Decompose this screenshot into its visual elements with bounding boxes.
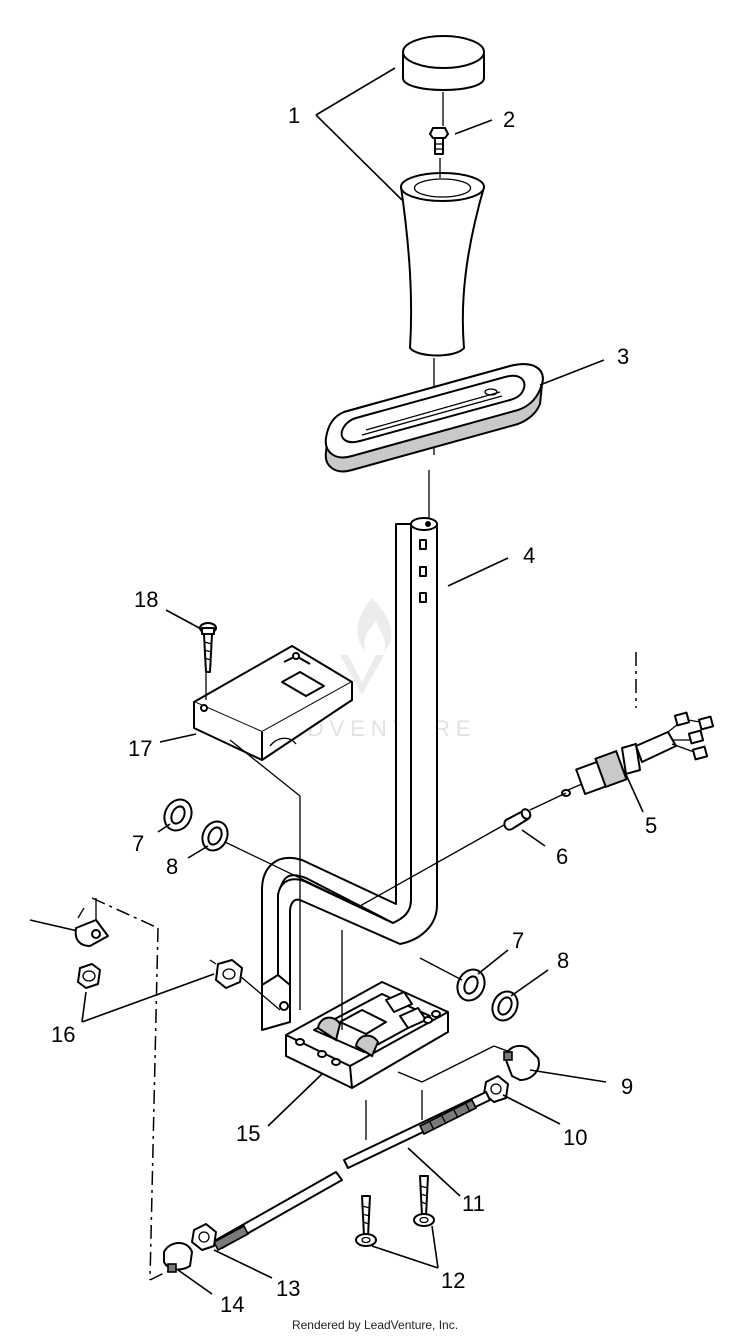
cover-screw: [199, 622, 217, 673]
pivot-cover: [193, 645, 353, 761]
knob-cap: [402, 35, 485, 91]
rod-screw-left: [355, 1195, 377, 1247]
callout-8-lower: 8: [557, 948, 569, 973]
shift-lever: [261, 517, 438, 1031]
neutral-switch: [561, 743, 641, 797]
callout-6: 6: [556, 844, 568, 869]
bushing-lower: [456, 968, 486, 1002]
ball-joint-left: [163, 1242, 193, 1273]
shifter-boot: [324, 363, 544, 473]
screw: [429, 127, 449, 155]
left-linkage: [29, 898, 109, 947]
callout-16: 16: [51, 1022, 75, 1047]
callout-7-lower: 7: [512, 928, 524, 953]
callout-14: 14: [220, 1292, 244, 1317]
callout-9: 9: [621, 1074, 633, 1099]
spacer: [503, 808, 532, 831]
callout-17: 17: [128, 736, 152, 761]
shift-rod: [212, 1091, 491, 1252]
callouts: 1 2 3 4 5 6 7 8 7 8 9 10 11 12 13 14 15 …: [51, 103, 657, 1317]
callout-11: 11: [462, 1191, 485, 1216]
leader-lines: [81, 67, 644, 1295]
rod-screw-right: [413, 1175, 435, 1227]
bushing-upper: [163, 798, 193, 832]
washer-lower: [491, 990, 519, 1022]
pivot-block: [285, 981, 449, 1089]
callout-18: 18: [134, 587, 158, 612]
nut-center: [209, 959, 243, 989]
callout-1: 1: [288, 103, 300, 128]
callout-13: 13: [276, 1276, 300, 1301]
ball-joint-right: [503, 1044, 540, 1081]
callout-7-upper: 7: [132, 831, 144, 856]
callout-10: 10: [563, 1125, 587, 1150]
callout-5: 5: [645, 813, 657, 838]
footer-credit: Rendered by LeadVenture, Inc.: [291, 1318, 459, 1332]
callout-2: 2: [503, 107, 515, 132]
shift-handle: [400, 172, 485, 357]
callout-15: 15: [236, 1121, 260, 1146]
callout-8-upper: 8: [166, 854, 178, 879]
jam-nut-left: [191, 1223, 217, 1251]
nut-left: [77, 963, 101, 989]
washer-upper: [201, 820, 229, 852]
callout-4: 4: [523, 543, 535, 568]
wire-harness: [635, 652, 715, 763]
callout-12: 12: [441, 1268, 465, 1293]
callout-3: 3: [617, 344, 629, 369]
